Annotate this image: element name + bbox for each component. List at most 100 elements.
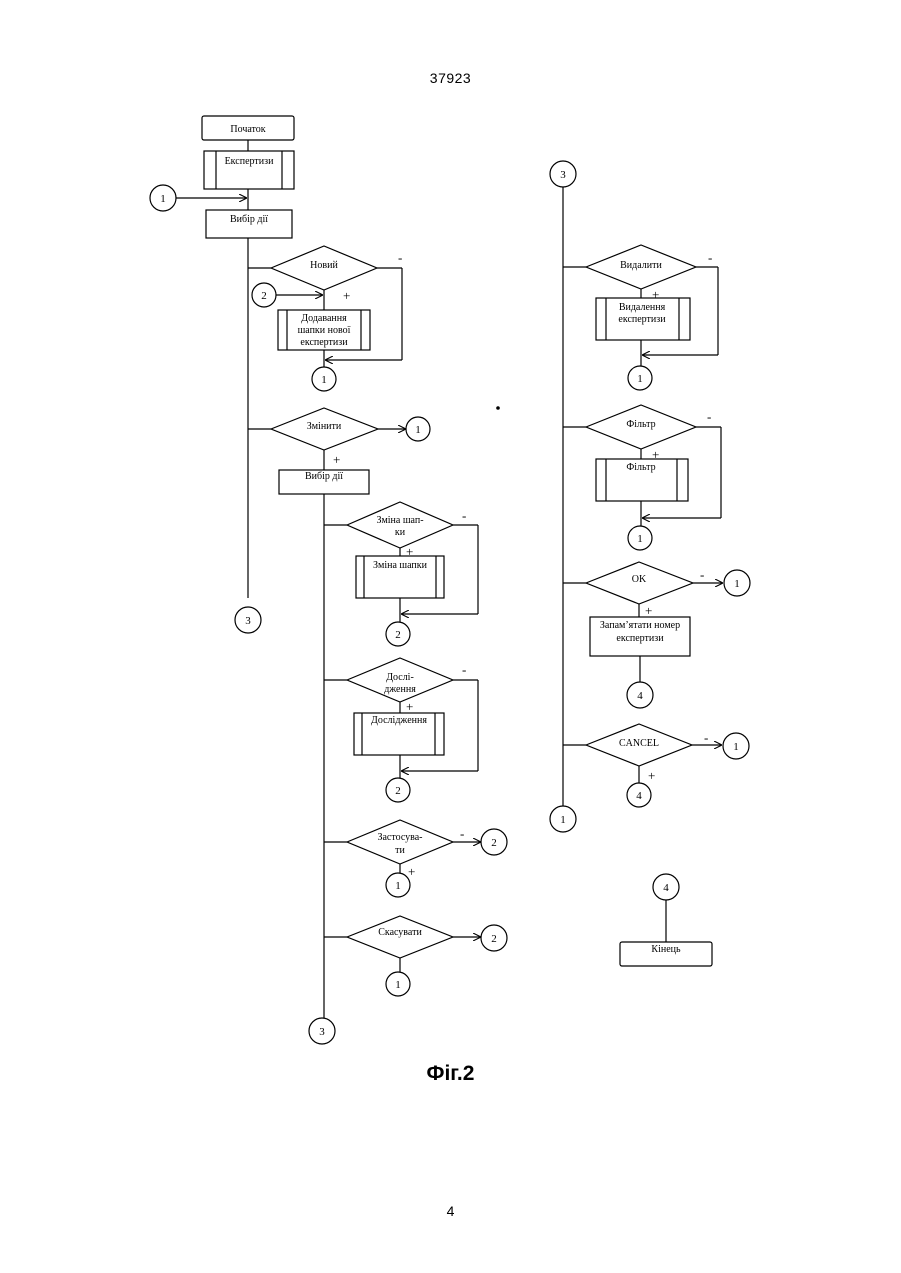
filter-decision: Фільтр [586,405,696,449]
svg-text:Видалити: Видалити [620,260,662,271]
connector-2-change-header: 2 [386,622,410,646]
connector-4-remember: 4 [627,682,653,708]
svg-text:-: - [700,567,704,582]
choose-action-box-2: Вибір дії [279,470,369,494]
connector-2-new: 2 [252,283,276,307]
svg-text:Додавання: Додавання [301,313,347,324]
cancel-decision: Скасувати [347,916,453,958]
new-label: Новий [310,260,338,271]
svg-text:1: 1 [733,741,739,753]
svg-text:1: 1 [321,374,327,386]
change-header-decision: Зміна шап- ки [347,502,453,548]
connector-1-cancel: 1 [386,972,410,996]
start-label: Початок [230,124,265,135]
change-header-process: Зміна шапки [356,556,444,598]
svg-text:4: 4 [663,882,669,894]
svg-text:Фільтр: Фільтр [626,419,655,430]
expertise-label: Експертизи [225,156,274,167]
svg-text:1: 1 [160,193,166,205]
svg-text:3: 3 [245,615,251,627]
connector-1-filter: 1 [628,526,652,550]
svg-text:2: 2 [395,629,401,641]
svg-text:+: + [406,699,413,714]
research-process: Дослідження [354,713,444,755]
connector-3-right-top: 3 [550,161,576,187]
svg-text:Скасувати: Скасувати [378,927,422,938]
svg-text:+: + [648,768,655,783]
connector-4-cancel-en: 4 [627,783,651,807]
svg-text:-: - [462,662,466,677]
end-label: Кінець [651,944,681,955]
research-decision: Дослі- дження [347,658,453,702]
svg-text:-: - [704,730,708,745]
svg-text:OK: OK [632,574,647,585]
new-minus: - [398,250,402,265]
figure-caption: Фіг.2 [0,1062,901,1086]
connector-3-bottom: 3 [309,1018,335,1044]
svg-text:2: 2 [491,933,497,945]
svg-text:+: + [408,864,415,879]
svg-text:Зміна шап-: Зміна шап- [376,515,423,526]
svg-text:2: 2 [395,785,401,797]
connector-1-right-bottom: 1 [550,806,576,832]
svg-text:ки: ки [395,527,406,538]
choose-action-box-1: Вибір дії [206,210,292,238]
svg-text:Запам’ятати номер: Запам’ятати номер [600,620,680,631]
connector-2-apply: 2 [481,829,507,855]
svg-text:CANCEL: CANCEL [619,738,659,749]
svg-text:2: 2 [261,290,267,302]
svg-text:-: - [707,409,711,424]
svg-text:Фільтр: Фільтр [626,462,655,473]
connector-2-research: 2 [386,778,410,802]
change-decision: Змінити [271,408,378,450]
svg-text:1: 1 [637,533,643,545]
connector-2-cancel: 2 [481,925,507,951]
svg-text:шапки нової: шапки нової [298,325,351,336]
stray-dot [496,406,500,410]
svg-text:експертизи: експертизи [616,633,664,644]
connector-1-ok: 1 [724,570,750,596]
svg-text:1: 1 [734,578,740,590]
svg-text:Видалення: Видалення [619,302,666,313]
page-number: 4 [0,1203,901,1219]
svg-text:-: - [460,826,464,841]
end-terminator: Кінець [620,942,712,966]
start-terminator: Початок [202,116,294,140]
svg-text:Дослі-: Дослі- [386,672,414,683]
svg-text:2: 2 [491,837,497,849]
svg-text:3: 3 [560,169,566,181]
svg-text:1: 1 [415,424,421,436]
connector-1-entry: 1 [150,185,176,211]
filter-process: Фільтр [596,459,688,501]
delete-decision: Видалити [586,245,696,289]
svg-text:+: + [645,603,652,618]
delete-process: Видалення експертизи [596,298,690,340]
connector-4-end: 4 [653,874,679,900]
svg-text:-: - [462,508,466,523]
apply-decision: Застосува- ти [347,820,453,864]
svg-text:1: 1 [637,373,643,385]
connector-1-change: 1 [406,417,430,441]
new-decision: Новий [271,246,377,290]
svg-text:експертизи: експертизи [618,314,666,325]
svg-text:експертизи: експертизи [300,337,348,348]
connector-3-left: 3 [235,607,261,633]
svg-text:Застосува-: Застосува- [377,832,422,843]
connector-1-delete: 1 [628,366,652,390]
cancel-en-decision: CANCEL [586,724,692,766]
svg-text:1: 1 [395,880,401,892]
choose-action-label-2: Вибір дії [305,471,343,482]
svg-text:дження: дження [384,684,416,695]
svg-text:Зміна шапки: Зміна шапки [373,560,428,571]
svg-text:3: 3 [319,1026,325,1038]
svg-text:ти: ти [395,845,405,856]
svg-text:-: - [708,250,712,265]
choose-action-label-1: Вибір дії [230,214,268,225]
svg-text:4: 4 [636,790,642,802]
svg-text:1: 1 [395,979,401,991]
change-plus: + [333,452,340,467]
svg-text:Дослідження: Дослідження [371,715,427,726]
expertise-process: Експертизи [204,151,294,189]
connector-1-apply: 1 [386,873,410,897]
ok-decision: OK [586,562,693,604]
